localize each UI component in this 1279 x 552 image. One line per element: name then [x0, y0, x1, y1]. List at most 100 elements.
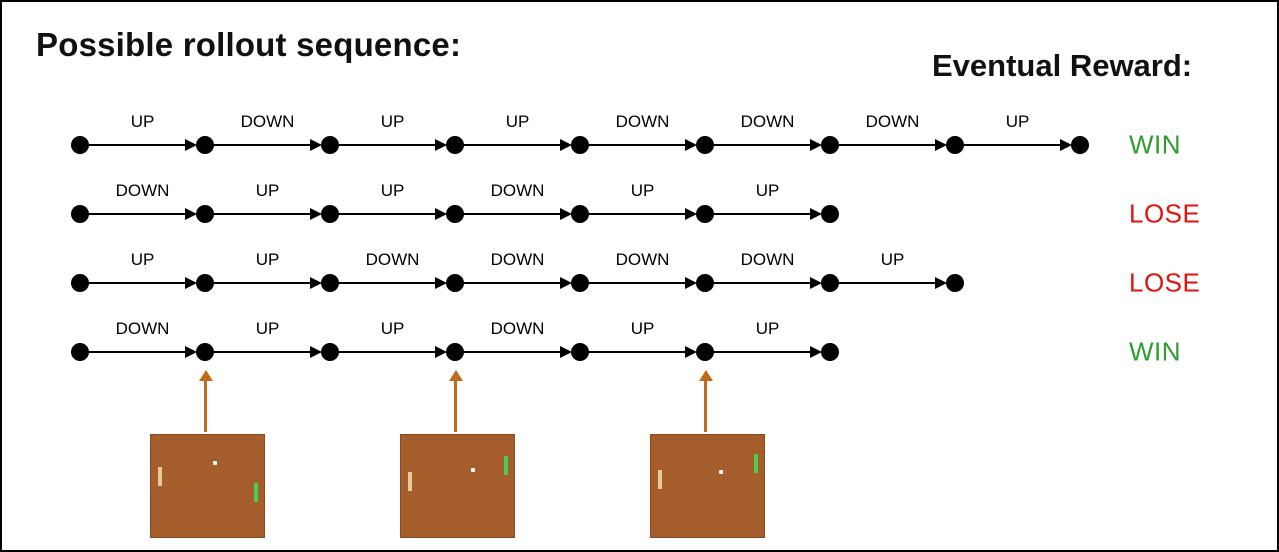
arrow-line — [585, 144, 692, 146]
state-node — [71, 274, 89, 292]
state-node — [446, 343, 464, 361]
arrow-line — [85, 282, 192, 284]
arrowhead-icon — [935, 139, 947, 151]
arrow-line — [710, 282, 817, 284]
pong-frame — [150, 434, 265, 538]
arrowhead-icon — [185, 277, 197, 289]
arrow-line — [85, 144, 192, 146]
pong-ball — [213, 460, 218, 465]
action-label: UP — [130, 112, 155, 131]
arrow-line — [710, 144, 817, 146]
reward-column-header: Eventual Reward: — [932, 48, 1193, 83]
state-node — [71, 136, 89, 154]
action-label: UP — [255, 250, 280, 269]
arrow-line — [460, 144, 567, 146]
state-node — [446, 205, 464, 223]
action-arrow: UP — [335, 319, 447, 361]
arrowhead-icon — [185, 346, 197, 358]
state-node — [821, 274, 839, 292]
state-node — [71, 205, 89, 223]
state-node — [321, 136, 339, 154]
arrow-line — [585, 213, 692, 215]
action-label: UP — [130, 250, 155, 269]
arrowhead-icon — [1060, 139, 1072, 151]
arrowhead-icon — [310, 208, 322, 220]
arrowhead-icon — [810, 277, 822, 289]
action-label: UP — [255, 181, 280, 200]
state-node — [571, 205, 589, 223]
action-arrow: DOWN — [210, 112, 322, 154]
state-node — [696, 205, 714, 223]
frame-pointer-arrow — [199, 370, 213, 432]
action-arrow: UP — [835, 250, 947, 292]
action-label: DOWN — [740, 112, 795, 131]
arrowhead-icon — [560, 139, 572, 151]
action-label: DOWN — [490, 319, 545, 338]
state-node — [571, 343, 589, 361]
state-node — [1071, 136, 1089, 154]
action-arrow: DOWN — [835, 112, 947, 154]
arrow-line — [210, 144, 317, 146]
arrow-up-icon — [199, 370, 213, 381]
action-arrow: DOWN — [335, 250, 447, 292]
arrow-up-icon — [699, 370, 713, 381]
action-arrow: UP — [960, 112, 1072, 154]
state-node — [696, 136, 714, 154]
frame-pointer-arrow — [449, 370, 463, 432]
action-label: UP — [255, 319, 280, 338]
action-arrow: DOWN — [585, 250, 697, 292]
action-label: UP — [630, 181, 655, 200]
state-node — [571, 274, 589, 292]
action-arrow: UP — [335, 112, 447, 154]
action-label: DOWN — [365, 250, 420, 269]
action-arrow: DOWN — [460, 319, 572, 361]
arrow-line — [585, 282, 692, 284]
state-node — [321, 343, 339, 361]
arrow-line — [460, 351, 567, 353]
action-label: UP — [755, 181, 780, 200]
arrowhead-icon — [435, 346, 447, 358]
arrow-stem — [454, 380, 457, 432]
arrow-line — [210, 213, 317, 215]
arrow-stem — [204, 380, 207, 432]
rollout-row: UP UP DOWN DOWN DOWN DOWN UP — [71, 250, 964, 292]
arrowhead-icon — [310, 277, 322, 289]
arrowhead-icon — [435, 277, 447, 289]
arrow-up-icon — [449, 370, 463, 381]
figure-title: Possible rollout sequence: — [36, 26, 462, 63]
state-node — [946, 136, 964, 154]
arrowhead-icon — [560, 346, 572, 358]
action-label: UP — [1005, 112, 1030, 131]
pong-frame — [400, 434, 515, 538]
pong-left-paddle — [408, 471, 412, 491]
reward-label: WIN — [1129, 336, 1182, 367]
action-label: UP — [380, 112, 405, 131]
action-label: DOWN — [490, 250, 545, 269]
arrowhead-icon — [810, 346, 822, 358]
arrow-line — [335, 213, 442, 215]
state-node — [446, 274, 464, 292]
arrow-line — [85, 213, 192, 215]
arrow-line — [835, 282, 942, 284]
action-arrow: DOWN — [85, 181, 197, 223]
action-arrow: DOWN — [85, 319, 197, 361]
arrowhead-icon — [685, 277, 697, 289]
state-node — [196, 136, 214, 154]
arrow-stem — [704, 380, 707, 432]
action-arrow: UP — [210, 181, 322, 223]
arrowhead-icon — [435, 208, 447, 220]
arrow-line — [460, 213, 567, 215]
action-arrow: DOWN — [710, 250, 822, 292]
arrow-line — [460, 282, 567, 284]
state-node — [946, 274, 964, 292]
action-arrow: UP — [585, 181, 697, 223]
action-label: UP — [630, 319, 655, 338]
state-node — [321, 205, 339, 223]
action-arrow: UP — [710, 181, 822, 223]
state-node — [196, 343, 214, 361]
action-arrow: UP — [585, 319, 697, 361]
action-arrow: UP — [85, 112, 197, 154]
action-label: UP — [755, 319, 780, 338]
